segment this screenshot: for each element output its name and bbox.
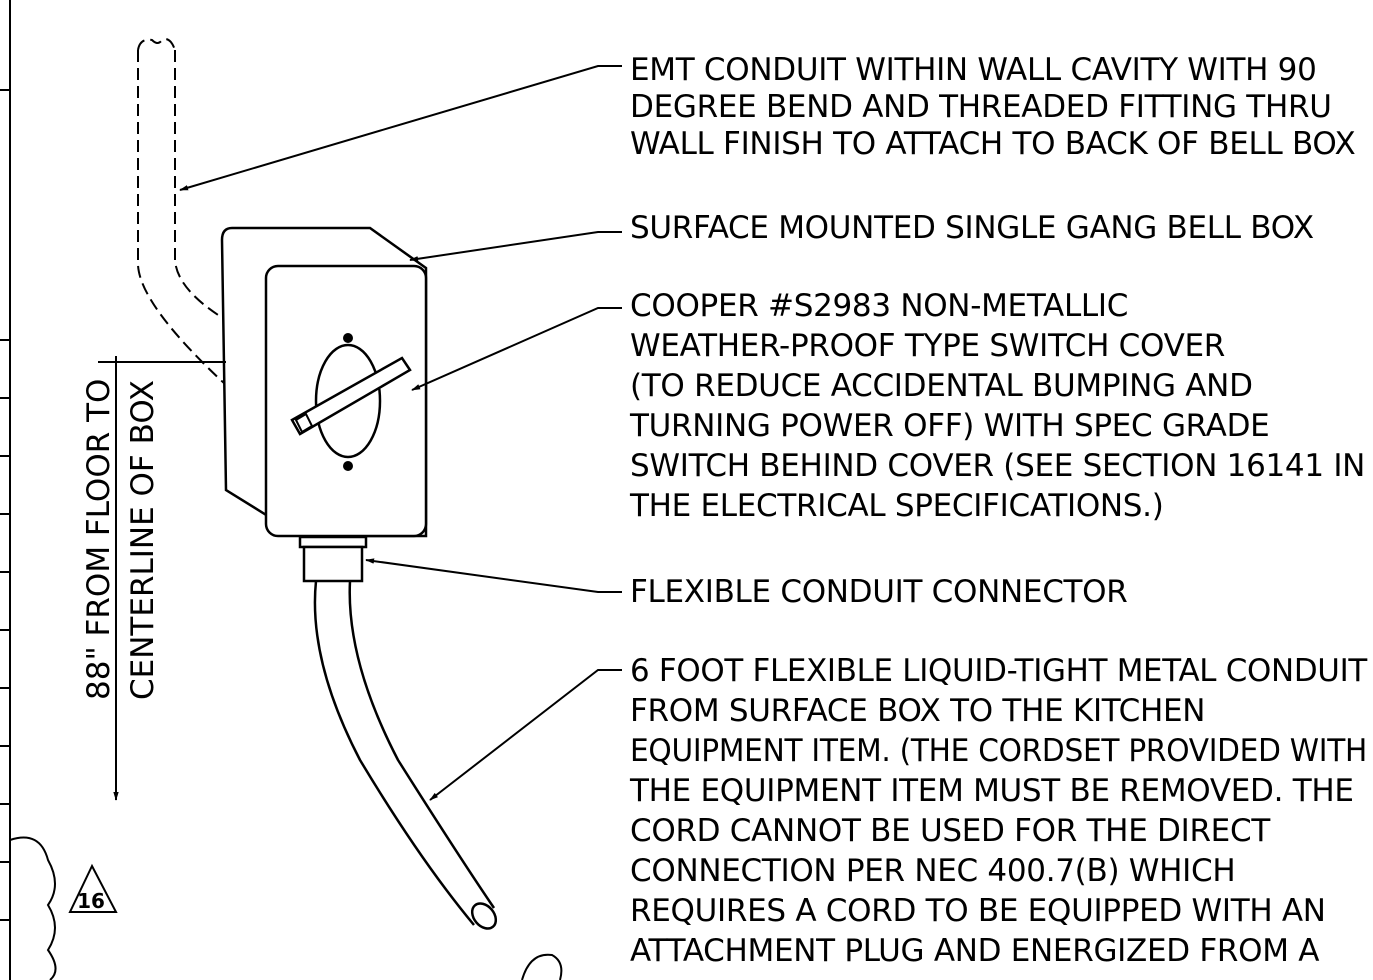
note-bell-box: SURFACE MOUNTED SINGLE GANG BELL BOX [630, 210, 1314, 246]
note-line: (TO REDUCE ACCIDENTAL BUMPING AND [630, 368, 1253, 404]
note-line: 6 FOOT FLEXIBLE LIQUID-TIGHT METAL CONDU… [630, 653, 1368, 689]
revision-triangle: 16 [68, 863, 118, 913]
emt-conduit [137, 38, 227, 386]
left-border [0, 0, 11, 980]
dimension-text-line-1: 88" FROM FLOOR TO [81, 379, 117, 700]
note-switch-cover: COOPER #S2983 NON-METALLIC WEATHER-PROOF… [629, 288, 1365, 524]
note-line: REQUIRES A CORD TO BE EQUIPPED WITH AN [630, 893, 1326, 929]
note-line: TURNING POWER OFF) WITH SPEC GRADE [629, 408, 1269, 444]
dimension-line [98, 356, 226, 801]
note-line: EMT CONDUIT WITHIN WALL CAVITY WITH 90 [630, 52, 1317, 88]
note-line: THE ELECTRICAL SPECIFICATIONS.) [629, 488, 1164, 524]
note-line: SWITCH BEHIND COVER (SEE SECTION 16141 I… [630, 448, 1365, 484]
note-flex-connector: FLEXIBLE CONDUIT CONNECTOR [630, 574, 1128, 610]
liquid-tight-conduit [313, 580, 498, 930]
leaders [179, 65, 622, 801]
flexible-connector [298, 535, 368, 583]
note-line: COOPER #S2983 NON-METALLIC [630, 288, 1128, 324]
switch-cover [290, 333, 412, 471]
note-line: EQUIPMENT ITEM. (THE CORDSET PROVIDED WI… [630, 733, 1367, 769]
note-line: CONNECTION PER NEC 400.7(B) WHICH [630, 853, 1235, 889]
note-emt-conduit: EMT CONDUIT WITHIN WALL CAVITY WITH 90 D… [630, 52, 1356, 162]
revision-cloud [9, 836, 57, 980]
note-line: THE EQUIPMENT ITEM MUST BE REMOVED. THE [629, 773, 1354, 809]
note-line: DEGREE BEND AND THREADED FITTING THRU [630, 89, 1332, 125]
note-liquid-tight-conduit: 6 FOOT FLEXIBLE LIQUID-TIGHT METAL CONDU… [629, 653, 1369, 969]
note-line: SURFACE MOUNTED SINGLE GANG BELL BOX [630, 210, 1314, 246]
note-line: CORD CANNOT BE USED FOR THE DIRECT [630, 813, 1271, 849]
note-line: ATTACHMENT PLUG AND ENERGIZED FROM A [630, 933, 1319, 969]
note-line: WEATHER-PROOF TYPE SWITCH COVER [630, 328, 1225, 364]
note-line: FROM SURFACE BOX TO THE KITCHEN [630, 693, 1205, 729]
adjacent-detail-curve [521, 953, 563, 980]
dimension-text-line-2: CENTERLINE OF BOX [125, 380, 161, 700]
revision-tag: 16 [77, 889, 105, 913]
note-line: WALL FINISH TO ATTACH TO BACK OF BELL BO… [630, 126, 1356, 162]
bell-box [220, 226, 428, 538]
note-line: FLEXIBLE CONDUIT CONNECTOR [630, 574, 1128, 610]
